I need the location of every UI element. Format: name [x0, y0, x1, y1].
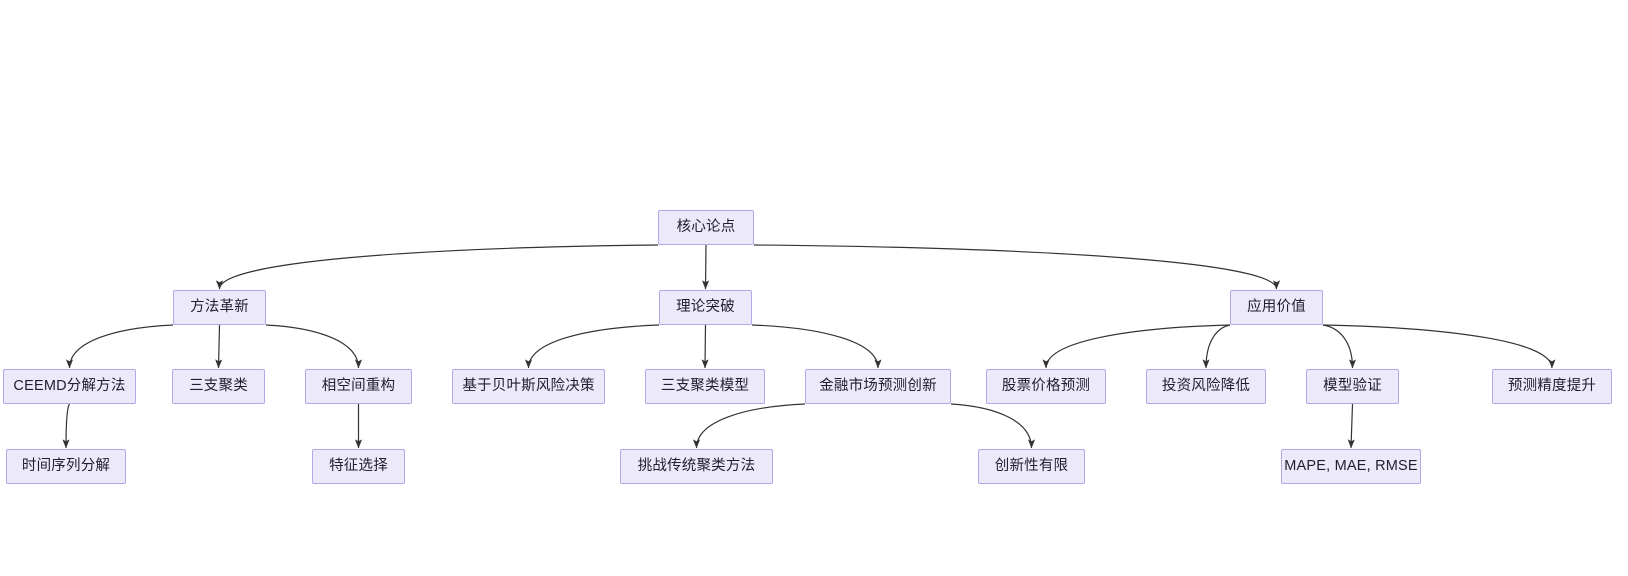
node-label: 方法革新 [190, 299, 249, 316]
edge-root-to-l2c [753, 244, 1281, 290]
edge-l3b3-to-l4c [692, 403, 806, 449]
node-label: 应用价值 [1247, 299, 1306, 316]
node-l4c[interactable]: 挑战传统聚类方法 [620, 449, 773, 484]
edge-l2a-to-l3a2 [215, 324, 223, 369]
node-l4d[interactable]: 创新性有限 [978, 449, 1085, 484]
edge-l2c-to-l3c2 [1202, 324, 1231, 369]
node-label: 基于贝叶斯风险决策 [462, 378, 595, 395]
edge-l2b-to-l3b3 [751, 324, 882, 369]
edge-root-to-l2a [215, 244, 659, 290]
node-l3a1[interactable]: CEEMD分解方法 [3, 369, 136, 404]
node-l3c1[interactable]: 股票价格预测 [986, 369, 1106, 404]
node-label: 股票价格预测 [1001, 378, 1091, 395]
node-label: 投资风险降低 [1161, 378, 1251, 395]
node-l3b3[interactable]: 金融市场预测创新 [805, 369, 951, 404]
edge-l2b-to-l3b1 [524, 324, 660, 369]
node-l2c[interactable]: 应用价值 [1230, 290, 1323, 325]
edge-l2c-to-l3c1 [1042, 324, 1231, 369]
node-l3b2[interactable]: 三支聚类模型 [645, 369, 765, 404]
node-l3c2[interactable]: 投资风险降低 [1146, 369, 1266, 404]
edge-l3c3-to-l4e [1347, 403, 1355, 449]
edge-l2b-to-l3b2 [701, 324, 709, 369]
node-label: 特征选择 [329, 458, 388, 475]
node-label: 理论突破 [676, 299, 735, 316]
node-label: 挑战传统聚类方法 [637, 458, 756, 475]
node-l4b[interactable]: 特征选择 [312, 449, 405, 484]
node-label: 三支聚类模型 [660, 378, 750, 395]
node-l3b1[interactable]: 基于贝叶斯风险决策 [452, 369, 605, 404]
node-label: 时间序列分解 [21, 458, 111, 475]
node-label: MAPE, MAE, RMSE [1284, 458, 1418, 475]
node-l2b[interactable]: 理论突破 [659, 290, 752, 325]
node-l3a3[interactable]: 相空间重构 [305, 369, 412, 404]
node-l3c4[interactable]: 预测精度提升 [1492, 369, 1612, 404]
edge-root-to-l2b [701, 244, 710, 290]
node-label: 金融市场预测创新 [819, 378, 937, 395]
edge-l3a1-to-l4a [62, 403, 71, 449]
edge-l2c-to-l3c4 [1322, 324, 1556, 369]
node-l4a[interactable]: 时间序列分解 [6, 449, 126, 484]
node-l4e[interactable]: MAPE, MAE, RMSE [1281, 449, 1421, 484]
edge-l2a-to-l3a1 [65, 324, 174, 369]
edge-l2c-to-l3c3 [1322, 324, 1357, 369]
node-label: 模型验证 [1323, 378, 1382, 395]
node-label: 创新性有限 [994, 458, 1069, 475]
node-l3a2[interactable]: 三支聚类 [172, 369, 265, 404]
node-label: 相空间重构 [321, 378, 396, 395]
edge-l2a-to-l3a3 [265, 324, 363, 369]
node-label: 核心论点 [676, 219, 736, 236]
edge-l3b3-to-l4d [950, 403, 1036, 449]
node-l3c3[interactable]: 模型验证 [1306, 369, 1399, 404]
node-label: 三支聚类 [189, 378, 248, 395]
node-l2a[interactable]: 方法革新 [173, 290, 266, 325]
node-label: 预测精度提升 [1507, 378, 1597, 395]
node-label: CEEMD分解方法 [13, 378, 126, 395]
node-root[interactable]: 核心论点 [658, 210, 754, 245]
